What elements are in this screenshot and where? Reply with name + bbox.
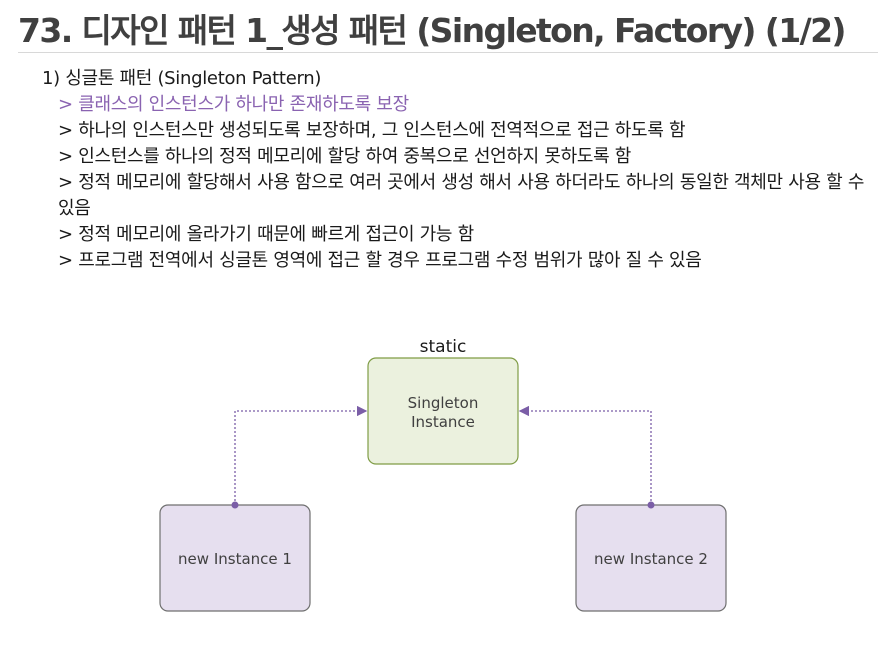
- singleton-box: [367, 357, 519, 465]
- bullet-4: > 정적 메모리에 할당해서 사용 함으로 여러 곳에서 생성 해서 사용 하더…: [58, 172, 865, 219]
- singleton-diagram: static Singleton Instance new Instance 1…: [159, 337, 727, 612]
- singleton-label-line1: Singleton: [408, 394, 479, 412]
- bullet-5: > 정적 메모리에 올라가기 때문에 빠르게 접근이 가능 함: [58, 224, 474, 245]
- section-heading: 1) 싱글톤 패턴 (Singleton Pattern): [42, 68, 322, 89]
- bullet-3: > 인스턴스를 하나의 정적 메모리에 할당 하여 중복으로 선언하지 못하도록…: [58, 146, 632, 167]
- connector-right-dot: [647, 501, 655, 509]
- singleton-label-line2: Instance: [411, 413, 475, 431]
- bullet-6: > 프로그램 전역에서 싱글톤 영역에 접근 할 경우 프로그램 수정 범위가 …: [58, 250, 702, 271]
- bullet-2: > 하나의 인스턴스만 생성되도록 보장하며, 그 인스턴스에 전역적으로 접근…: [58, 120, 686, 141]
- page-title: 73. 디자인 패턴 1_생성 패턴 (Singleton, Factory) …: [18, 11, 847, 50]
- connector-left-dot: [231, 501, 239, 509]
- instance-1-label: new Instance 1: [178, 550, 292, 568]
- title-divider: [18, 52, 878, 53]
- bullet-1: > 클래스의 인스턴스가 하나만 존재하도록 보장: [58, 94, 409, 115]
- connector-right-arrow: [518, 405, 652, 505]
- static-label: static: [420, 337, 467, 357]
- connector-left-arrow: [234, 405, 368, 505]
- content-body: 1) 싱글톤 패턴 (Singleton Pattern) > 클래스의 인스턴…: [42, 66, 882, 274]
- instance-2-label: new Instance 2: [594, 550, 708, 568]
